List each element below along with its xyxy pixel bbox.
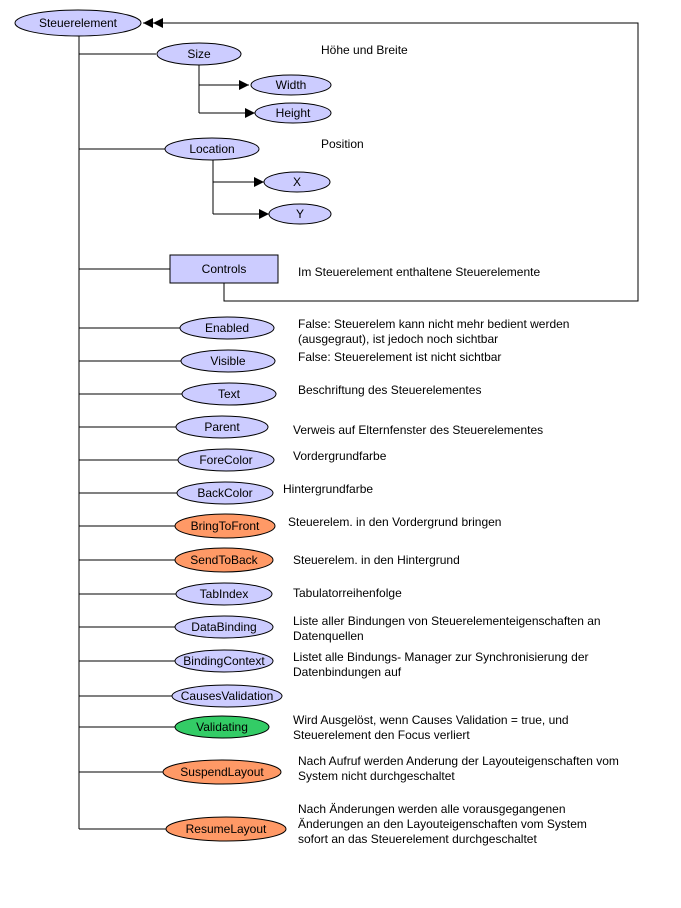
causes-validation-node-shape <box>171 684 283 708</box>
validating-description-line: Wird Ausgelöst, wenn Causes Validation =… <box>293 713 569 727</box>
root-node[interactable]: Steuerelement <box>14 9 142 37</box>
resume-layout-node-label: ResumeLayout <box>186 822 267 836</box>
text-node[interactable]: Text <box>181 382 277 406</box>
size-node-shape <box>156 42 242 66</box>
validating-node[interactable]: Validating <box>174 715 270 739</box>
y-node[interactable]: Y <box>268 203 332 225</box>
back-color-description-line: Hintergrundfarbe <box>283 482 373 496</box>
tab-index-node-label: TabIndex <box>200 587 249 601</box>
validating-description-line: Steuerelement den Focus verliert <box>293 728 470 742</box>
members-layer: Enabled False: Steuerelem kann nicht mehr… <box>79 316 619 846</box>
enabled-node[interactable]: Enabled <box>179 316 275 340</box>
width-node[interactable]: Width <box>250 74 332 96</box>
visible-description-line: False: Steuerelement ist nicht sichtbar <box>298 350 501 364</box>
back-color-node-label: BackColor <box>197 486 252 500</box>
visible-node-label: Visible <box>210 354 245 368</box>
location-node-shape <box>164 137 260 161</box>
fore-color-description-line: Vordergrundfarbe <box>293 449 387 463</box>
controls-node-label: Controls <box>202 262 247 276</box>
size-description: Höhe und Breite <box>321 43 408 57</box>
validating-node-shape <box>174 715 270 739</box>
send-to-back-node-shape <box>174 547 274 573</box>
suspend-layout-description-line: Nach Aufruf werden Anderung der Layoutei… <box>298 754 619 768</box>
causes-validation-node-label: CausesValidation <box>181 689 274 703</box>
causes-validation-node[interactable]: CausesValidation <box>171 684 283 708</box>
controls-description: Im Steuerelement enthaltene Steuerelemen… <box>298 265 540 279</box>
root-node-label: Steuerelement <box>39 16 118 30</box>
binding-context-node-shape <box>174 649 274 673</box>
fore-color-node[interactable]: ForeColor <box>177 448 275 472</box>
height-node-label: Height <box>276 106 311 120</box>
text-node-label: Text <box>218 387 241 401</box>
visible-node[interactable]: Visible <box>180 349 276 373</box>
data-binding-description-line: Datenquellen <box>293 629 364 643</box>
parent-description-line: Verweis auf Elternfenster des Steuerelem… <box>293 423 543 437</box>
controls-node[interactable]: Controls <box>169 254 279 284</box>
width-node-label: Width <box>276 78 307 92</box>
binding-context-description-line: Datenbindungen auf <box>293 665 402 679</box>
bring-to-front-node[interactable]: BringToFront <box>174 513 276 539</box>
y-node-shape <box>268 203 332 225</box>
size-node-label: Size <box>187 47 211 61</box>
send-to-back-node-label: SendToBack <box>190 553 258 567</box>
bring-to-front-node-shape <box>174 513 276 539</box>
binding-context-description-line: Listet alle Bindungs- Manager zur Synchr… <box>293 650 589 664</box>
edge-controls-feedback <box>143 17 639 302</box>
enabled-description-line: (ausgegraut), ist jedoch noch sichtbar <box>298 332 498 346</box>
visible-node-shape <box>180 349 276 373</box>
resume-layout-description-line: Änderungen an den Layouteigenschaften vo… <box>298 817 587 831</box>
resume-layout-description-line: sofort an das Steuerelement durchgeschal… <box>298 832 537 846</box>
data-binding-node-label: DataBinding <box>191 620 256 634</box>
text-description-line: Beschriftung des Steuerelementes <box>298 383 481 397</box>
resume-layout-description-line: Nach Änderungen werden alle vorausgegang… <box>298 802 566 816</box>
height-node[interactable]: Height <box>254 102 332 124</box>
suspend-layout-node-shape <box>162 759 282 785</box>
parent-node-label: Parent <box>204 420 240 434</box>
data-binding-node[interactable]: DataBinding <box>174 615 274 639</box>
enabled-node-label: Enabled <box>205 321 249 335</box>
height-node-shape <box>254 102 332 124</box>
bring-to-front-description-line: Steuerelem. in den Vordergrund bringen <box>288 515 501 529</box>
root-node-shape <box>14 9 142 37</box>
x-node-label: X <box>293 175 301 189</box>
location-description: Position <box>321 137 364 151</box>
tab-index-node[interactable]: TabIndex <box>175 582 273 606</box>
parent-node-shape <box>175 415 269 439</box>
static-edges <box>78 17 639 829</box>
enabled-node-shape <box>179 316 275 340</box>
back-color-node[interactable]: BackColor <box>176 481 274 505</box>
location-node[interactable]: Location <box>164 137 260 161</box>
enabled-description-line: False: Steuerelem kann nicht mehr bedien… <box>298 317 569 331</box>
size-node[interactable]: Size <box>156 42 242 66</box>
resume-layout-node[interactable]: ResumeLayout <box>165 816 287 842</box>
fore-color-node-label: ForeColor <box>199 453 252 467</box>
bring-to-front-node-label: BringToFront <box>191 519 260 533</box>
x-node-shape <box>263 171 331 193</box>
send-to-back-node[interactable]: SendToBack <box>174 547 274 573</box>
data-binding-node-shape <box>174 615 274 639</box>
tab-index-description-line: Tabulatorreihenfolge <box>293 586 402 600</box>
parent-node[interactable]: Parent <box>175 415 269 439</box>
back-color-node-shape <box>176 481 274 505</box>
suspend-layout-description-line: System nicht durchgeschaltet <box>298 769 455 783</box>
text-node-shape <box>181 382 277 406</box>
data-binding-description-line: Liste aller Bindungen von Steuerelemente… <box>293 614 601 628</box>
controls-node-shape <box>169 254 279 284</box>
suspend-layout-node[interactable]: SuspendLayout <box>162 759 282 785</box>
x-node[interactable]: X <box>263 171 331 193</box>
binding-context-node[interactable]: BindingContext <box>174 649 274 673</box>
tab-index-node-shape <box>175 582 273 606</box>
fore-color-node-shape <box>177 448 275 472</box>
resume-layout-node-shape <box>165 816 287 842</box>
send-to-back-description-line: Steuerelem. in den Hintergrund <box>293 553 460 567</box>
width-node-shape <box>250 74 332 96</box>
validating-node-label: Validating <box>196 720 248 734</box>
location-node-label: Location <box>189 142 234 156</box>
binding-context-node-label: BindingContext <box>183 654 265 668</box>
suspend-layout-node-label: SuspendLayout <box>180 765 264 779</box>
y-node-label: Y <box>296 207 304 221</box>
